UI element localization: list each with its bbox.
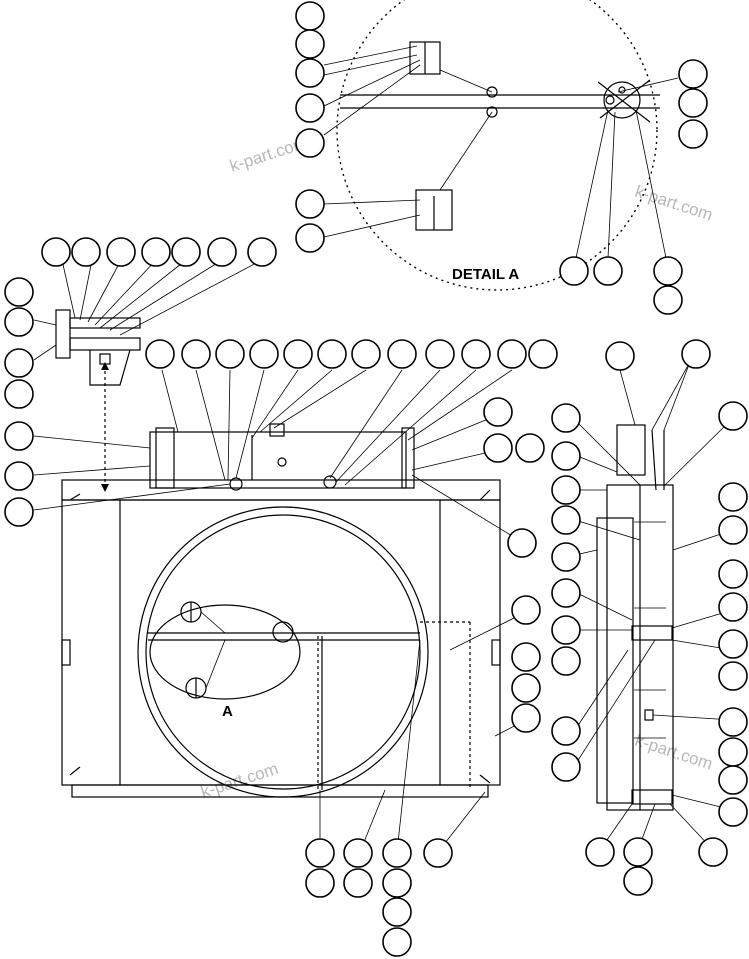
main-assembly: A	[61, 423, 501, 798]
fan-shroud-outer	[137, 506, 429, 798]
detail-a-title: DETAIL A	[452, 266, 519, 283]
clip-detail	[55, 309, 141, 492]
watermarks: k-part.com k-part.com k-part.com k-part.…	[198, 133, 715, 802]
section-marker-a: A	[222, 703, 233, 720]
detail-a-marker	[149, 604, 301, 700]
watermark-4: k-part.com	[198, 759, 280, 802]
detail-a: DETAIL A	[323, 0, 679, 291]
side-view	[596, 424, 674, 811]
watermark-3: k-part.com	[633, 731, 715, 774]
fan-shroud-inner	[145, 514, 421, 790]
watermark-2: k-part.com	[633, 182, 715, 225]
detail-a-fastener-2	[486, 106, 498, 118]
detail-a-fastener	[486, 86, 498, 98]
detail-a-boundary	[336, 0, 658, 291]
callout-bubbles	[4, 1, 748, 957]
detail-a-hub	[603, 81, 641, 119]
leader-lines	[33, 259, 734, 853]
